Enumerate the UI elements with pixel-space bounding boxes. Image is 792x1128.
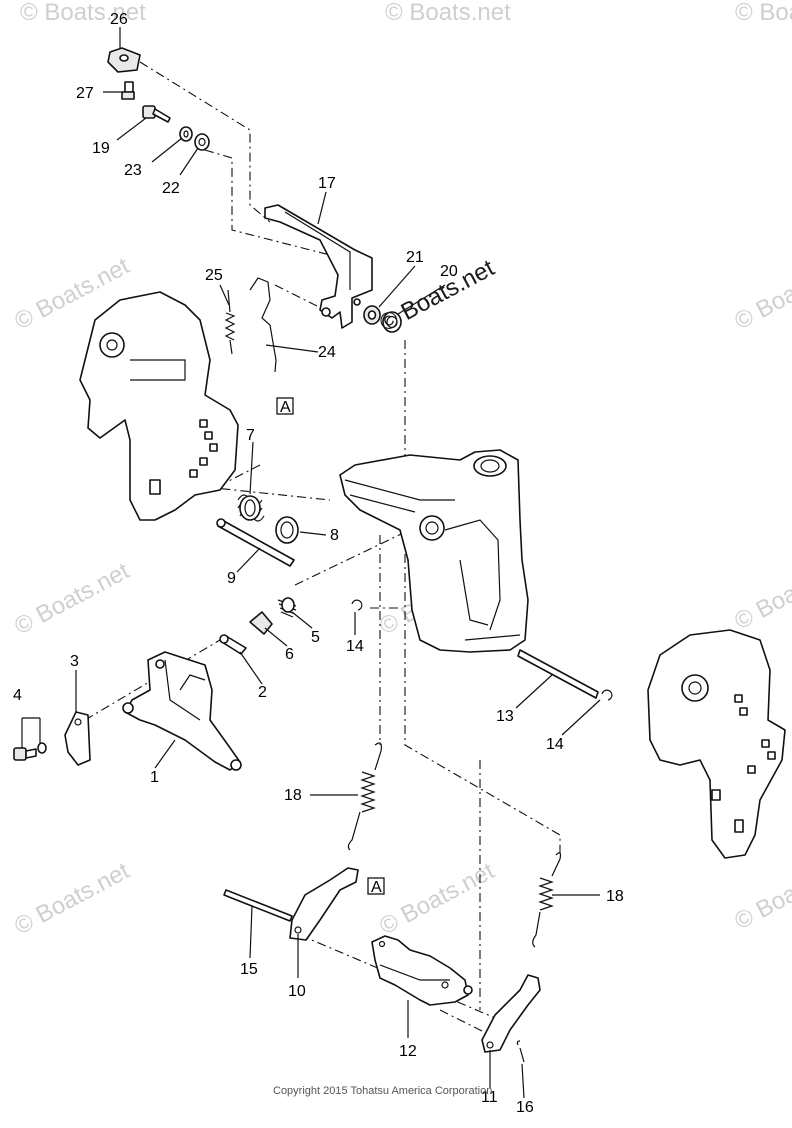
callout-13: 13 [496,708,514,725]
ref-box-a-bottom: A [367,877,385,896]
callout-27: 27 [76,85,94,102]
part-4-bolt [13,717,47,761]
watermark: © Boats.net [730,252,792,335]
callout-numbers: 1 2 3 4 5 6 7 8 9 10 11 12 13 14 14 15 1… [13,11,624,1116]
callout-26: 26 [110,11,128,28]
watermark: © Boats.net [385,0,511,26]
callout-16: 16 [516,1099,534,1116]
swivel-bracket-main [339,449,529,653]
part-9-pin [216,518,295,567]
part-7-spring [237,494,265,522]
part-27-screw [121,81,135,100]
part-2-pin [219,634,247,655]
callout-11: 11 [481,1089,498,1106]
part-1-tilt-bracket [122,651,242,771]
watermark: © Boats.net [730,852,792,935]
watermark: © Boats.net [730,552,792,635]
part-18-spring-left [347,742,382,851]
part-13-shaft [517,649,599,699]
ref-label: A [371,879,382,896]
callout-25: 25 [205,267,223,284]
callout-6: 6 [285,646,294,663]
callout-21: 21 [406,249,424,266]
part-25-spring [224,289,236,355]
callout-18-right: 18 [606,888,624,905]
part-22-washer [194,133,210,151]
callout-15: 15 [240,961,258,978]
part-21-bushing [363,305,381,325]
callout-8: 8 [330,527,339,544]
part-15-pin [223,889,293,922]
part-3-plate [64,711,91,766]
part-18-spring-right [532,852,562,948]
copyright: Copyright 2015 Tohatsu America Corporati… [273,1085,492,1097]
stern-bracket-left [79,291,239,521]
watermark: © Boats.net [10,857,134,940]
callout-1: 1 [150,769,159,786]
ref-label: A [280,399,291,416]
part-16-cotter-pin [516,1040,525,1063]
part-11-lever [481,974,541,1053]
ref-box-a-top: A [276,397,294,416]
callout-17: 17 [318,175,336,192]
watermark: © Boats.net [10,557,134,640]
callout-14-right: 14 [546,736,564,753]
part-10-lever [289,867,359,941]
watermark: © Boats.net [20,0,146,26]
callout-19: 19 [92,140,110,157]
callout-18-left: 18 [284,787,302,804]
part-26-cap [107,47,141,73]
callout-3: 3 [70,653,79,670]
part-17-bracket [264,204,373,329]
callout-12: 12 [399,1043,417,1060]
callout-7: 7 [246,427,255,444]
callout-4: 4 [13,687,22,704]
callout-23: 23 [124,162,142,179]
callout-24: 24 [318,344,336,361]
part-5-spring [277,597,297,618]
part-24-rod [249,277,277,373]
part-23-washer [179,126,193,142]
part-14-clip-left [351,599,363,611]
part-8-spring [275,516,299,544]
part-20-washer [382,311,402,333]
watermark-dark: © Boats.net [375,254,499,337]
callout-10: 10 [288,983,306,1000]
callout-14-left: 14 [346,638,364,655]
part-14-clip-right [601,689,613,701]
part-12-bracket [371,935,473,1006]
watermark: © Boats.net [735,0,792,26]
callout-5: 5 [311,629,320,646]
leader-lines [75,27,601,1099]
callout-2: 2 [258,684,267,701]
callout-20: 20 [440,263,458,280]
stern-bracket-right [647,629,786,859]
callout-9: 9 [227,570,236,587]
callout-22: 22 [162,180,180,197]
part-19-bolt [142,105,171,123]
